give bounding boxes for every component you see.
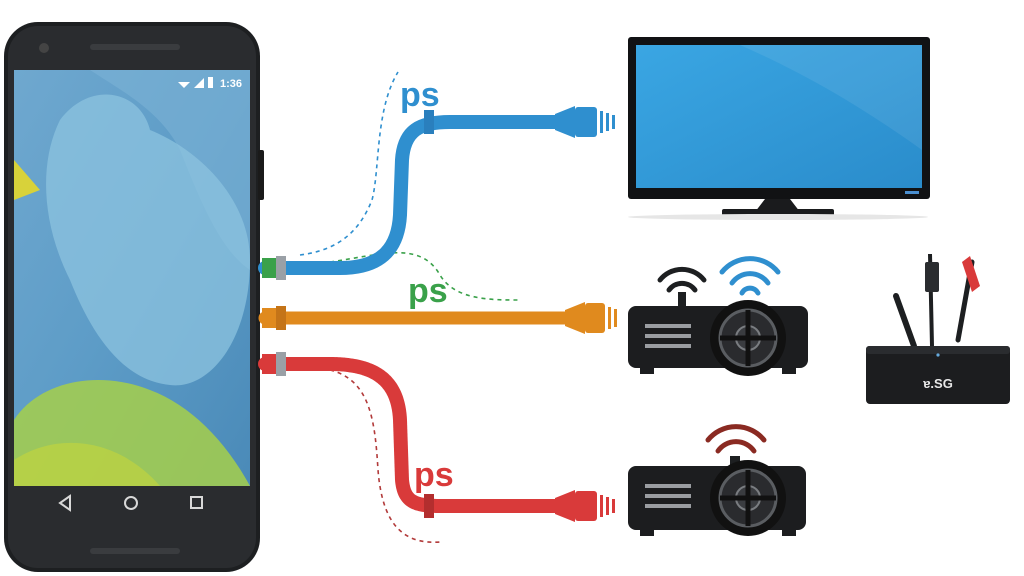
nav-bar bbox=[58, 494, 203, 512]
set-top-box-label: ɐ.SG bbox=[922, 376, 953, 391]
red-cable-connector-pins bbox=[600, 495, 615, 517]
red-cable-phone-plug bbox=[262, 354, 276, 374]
set-top-box-plug-black bbox=[925, 262, 939, 292]
blue-cable-phone-plug-ring bbox=[276, 256, 286, 280]
signal-icon bbox=[194, 78, 204, 88]
tv-screen-glare bbox=[740, 45, 922, 150]
red-cable-wire bbox=[258, 357, 567, 513]
set-top-box-antenna-left bbox=[893, 293, 917, 349]
projector-bottom-lens-crosshair bbox=[720, 470, 776, 526]
blue-cable-collar bbox=[424, 110, 434, 134]
blue-cable-label: ps bbox=[400, 76, 440, 114]
blue-cable-phone-plug bbox=[262, 258, 278, 278]
wallpaper-shape bbox=[14, 160, 40, 200]
home-icon[interactable] bbox=[124, 496, 138, 510]
wallpaper-shape bbox=[46, 94, 250, 386]
battery-icon bbox=[208, 77, 213, 88]
projector-top-foot bbox=[782, 368, 796, 374]
red-cable: ps bbox=[258, 352, 615, 522]
back-icon[interactable] bbox=[58, 494, 71, 512]
smartphone: 1:36 bbox=[4, 22, 264, 572]
recents-icon[interactable] bbox=[190, 496, 203, 509]
blue-cable-connector-pins bbox=[600, 111, 615, 133]
projector-top-wifi-icon-blue bbox=[719, 256, 781, 296]
television bbox=[628, 37, 930, 220]
orange-cable-connector-head bbox=[585, 303, 605, 333]
projector-bottom-foot bbox=[640, 530, 654, 536]
orange-cable: ps bbox=[258, 272, 617, 334]
projector-top-wifi-icon-dark bbox=[657, 266, 707, 293]
red-cable-phone-plug-ring bbox=[276, 352, 286, 376]
red-cable-collar bbox=[424, 494, 434, 518]
set-top-box-led bbox=[936, 353, 940, 357]
front-camera bbox=[39, 43, 49, 53]
tv-stand-neck bbox=[755, 199, 800, 212]
orange-cable-connector bbox=[565, 302, 585, 334]
projector-top bbox=[628, 256, 808, 376]
projector-bottom-wifi-icon bbox=[705, 424, 767, 454]
wallpaper-shape bbox=[14, 442, 160, 486]
blue-dashed-guide bbox=[299, 71, 399, 256]
status-bar: 1:36 bbox=[178, 77, 242, 90]
status-time: 1:36 bbox=[220, 78, 242, 90]
wallpaper-shape bbox=[14, 70, 250, 270]
tv-screen bbox=[636, 45, 922, 188]
set-top-box-body bbox=[866, 346, 1010, 404]
projector-top-lens-crosshair bbox=[720, 310, 776, 366]
tv-power-led bbox=[905, 191, 919, 194]
projector-top-antenna bbox=[678, 292, 686, 308]
phone-screen[interactable]: 1:36 bbox=[14, 70, 250, 486]
set-top-box-top bbox=[866, 346, 1010, 354]
blue-cable-connector-head bbox=[575, 107, 597, 137]
projector-top-vents bbox=[645, 324, 691, 348]
red-cable-connector bbox=[555, 490, 575, 522]
projector-bottom-foot bbox=[782, 530, 796, 536]
tv-shadow bbox=[628, 214, 928, 220]
projector-top-foot bbox=[640, 368, 654, 374]
set-top-box-plug-red bbox=[962, 256, 980, 292]
earpiece bbox=[90, 44, 180, 50]
orange-cable-phone-plug bbox=[262, 308, 276, 328]
phone-side-button bbox=[258, 150, 264, 200]
projector-bottom-vents bbox=[645, 484, 691, 508]
red-cable-connector-head bbox=[575, 491, 597, 521]
orange-cable-label: ps bbox=[408, 272, 448, 310]
red-dashed-guide bbox=[329, 369, 441, 543]
red-cable-label: ps bbox=[414, 456, 454, 494]
dashed-guides bbox=[299, 71, 521, 543]
blue-cable: ps bbox=[258, 76, 615, 280]
wifi-status-icon bbox=[178, 82, 190, 88]
phone-speaker bbox=[90, 548, 180, 554]
blue-cable-wire bbox=[258, 115, 567, 275]
blue-cable-connector bbox=[555, 106, 575, 138]
orange-cable-phone-plug-ring bbox=[276, 306, 286, 330]
set-top-box: ɐ.SG bbox=[866, 253, 1010, 404]
orange-cable-connector-pins bbox=[608, 307, 617, 329]
projector-bottom bbox=[628, 424, 806, 536]
